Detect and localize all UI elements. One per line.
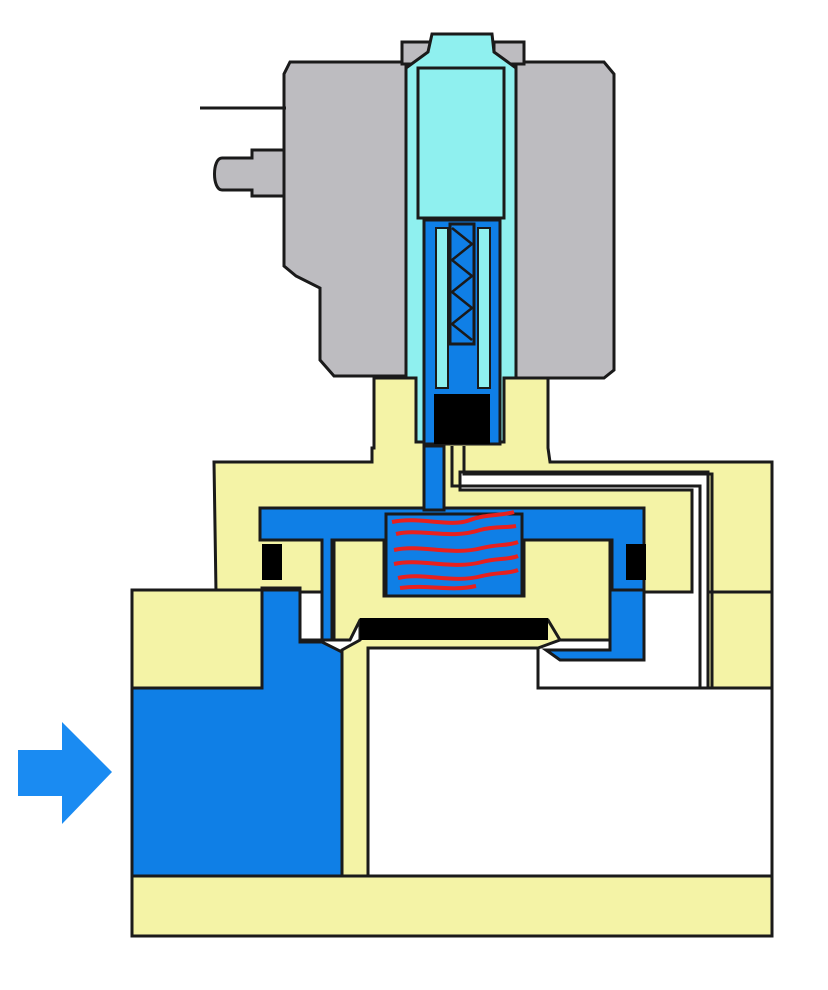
- arrow-right-icon: [18, 722, 112, 824]
- main-spring: [391, 510, 519, 591]
- outlet-chamber: [366, 646, 774, 878]
- inlet-fluid: [130, 588, 344, 878]
- inlet-flange: [130, 588, 264, 690]
- pilot-exhaust-channel: [450, 446, 702, 688]
- fixed-core: [416, 66, 506, 220]
- plunger-spring-slot-right: [477, 227, 491, 389]
- solenoid-coil: [200, 40, 616, 380]
- o-ring-left: [262, 544, 282, 580]
- plunger-spring: [449, 227, 475, 341]
- valve-base: [130, 874, 774, 938]
- pilot-seal: [434, 394, 490, 444]
- electrical-connector: [213, 148, 286, 198]
- diaphragm-piston: [332, 538, 612, 642]
- bleed-passage-right: [541, 588, 646, 662]
- coil-housing: [282, 60, 408, 378]
- o-ring-right: [626, 544, 646, 580]
- plunger-spring-slot: [435, 227, 449, 389]
- coil-housing-right: [514, 60, 616, 380]
- outlet-flange: [706, 590, 774, 690]
- plunger: [422, 218, 502, 446]
- main-seat-seal: [360, 618, 548, 640]
- pilot-passage: [422, 444, 446, 512]
- pilot-exhaust-channel-inner: [462, 446, 714, 688]
